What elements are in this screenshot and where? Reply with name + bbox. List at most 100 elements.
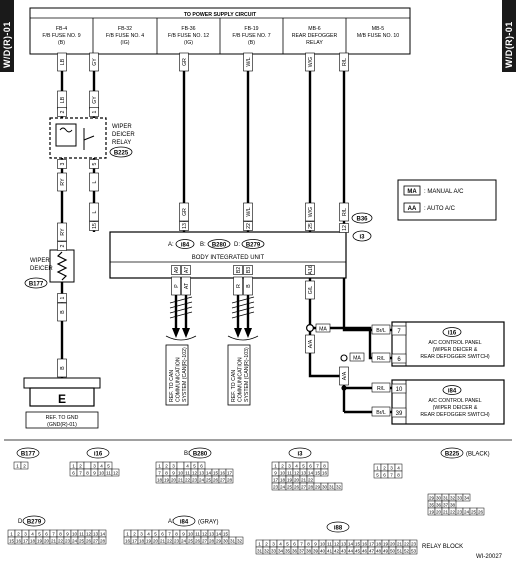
fuse-id-4: MB-6 (308, 26, 321, 32)
relay-block-face-pin: 36 (436, 503, 442, 508)
conn-b177-face-pin: 1 (16, 464, 19, 469)
ac-control-panel-2: 10 39 i84 A/C CONTROL PANEL (WIPER DEICE… (391, 379, 505, 425)
pin-biu-25: 25 (305, 221, 315, 231)
pin-biu-22-text: 22 (246, 223, 252, 229)
can-arrow-pair-0 (165, 296, 197, 341)
wiper-deicer-element: WIPER DEICER B177 (24, 249, 75, 289)
legend-aa-box: AA (408, 206, 417, 212)
conn-i84-note: (GRAY) (198, 520, 219, 526)
biu-title: BODY INTEGRATED UNIT (192, 255, 265, 261)
biu-conn-a: i84 (181, 243, 190, 249)
conn-i3-face-pin: 14 (308, 471, 314, 476)
ac2-wire-b: Br/L (376, 410, 386, 416)
conn-i88-face-pin: 18 (376, 542, 382, 547)
conn-b280-face-pin: 17 (227, 471, 233, 476)
conn-i88-face-pin: 19 (383, 542, 389, 547)
conn-i88-face-pin: 39 (313, 549, 319, 554)
ac2-line3: REAR DEFOGGER SWITCH) (420, 412, 489, 418)
wire-tag-biu-b2-text: R (236, 284, 242, 288)
conn-i88-face-pin: 5 (286, 542, 289, 547)
wire-tag-w6-bottom-text: R/L (342, 208, 348, 216)
conn-i3-face-pin: 9 (274, 471, 277, 476)
wire-tag-w4-bottom-text: W/L (246, 207, 252, 216)
footer-code: WI-20027 (476, 554, 503, 560)
conn-i88-face-pin: 34 (278, 549, 284, 554)
wire-tag-w1-lower-text: RY (60, 228, 66, 236)
power-supply-title: TO POWER SUPPLY CIRCUIT (184, 12, 257, 18)
wire-tag-w2-relay-in-text: GY (92, 96, 98, 104)
wire-tag-w5-top: W/G (305, 52, 315, 72)
conn-i88-face-pin: 4 (279, 542, 282, 547)
wire-tag-w2-top: GY (89, 52, 99, 72)
ac2-line2: (WIPER DEICER & (433, 405, 478, 411)
ac2-pin-b: 39 (396, 411, 403, 417)
pin-deicer-top-text: 2 (60, 244, 66, 247)
pin-biu-a7-text: A7 (184, 267, 190, 273)
conn-i16-face-pin: 12 (113, 471, 119, 476)
conn-i16-face-pin: 3 (93, 464, 96, 469)
conn-b279-face-pin: 28 (100, 539, 106, 544)
wiper-deicer-relay: WIPER DEICER RELAY B225 (49, 117, 135, 159)
conn-i84-face-pin: 1 (126, 532, 129, 537)
pin-relay-top1-text: 2 (60, 110, 66, 113)
fuse-rating-2: (IG) (184, 40, 193, 46)
wire-tag-biu-a16-text: G/L (308, 286, 314, 294)
wire-tag-w1-top-text: LB (60, 58, 66, 65)
conn-i16-face-pin: 4 (100, 464, 103, 469)
conn-i84-face-pin: 8 (175, 532, 178, 537)
ac2-code: i84 (448, 389, 457, 395)
pin-relay-bot2: 5 (89, 159, 99, 169)
conn-i3-face-pin: 27 (301, 485, 307, 490)
conn-b279-face-pin: 11 (79, 532, 84, 537)
conn-b225-face-pin: 4 (397, 466, 400, 471)
pin-deicer-bot: 1 (57, 293, 67, 303)
pin-biu-25-text: 25 (308, 223, 314, 229)
wire-tag-w1-relay-in: LB (57, 90, 67, 110)
pin-biu-b2: B2 (233, 265, 243, 275)
wire-tag-a14-lower-text: A/A (342, 371, 348, 380)
conn-i84-face-pin: 6 (161, 532, 164, 537)
wire-tag-w4-top-text: W/L (246, 57, 252, 66)
pin-biu-a16: A16 (305, 265, 315, 275)
conn-i88-face-pin: 51 (397, 549, 403, 554)
side-tab-right: W/D(R)-01 (502, 0, 516, 72)
conn-i84-face-pin: 21 (160, 539, 166, 544)
conn-b279-face-pin: 22 (58, 539, 64, 544)
conn-b279-face-pin: 5 (38, 532, 41, 537)
conn-b279-face-pin: 27 (93, 539, 99, 544)
wire-tag-w6-top-text: R/L (342, 58, 348, 66)
conn-b177-title: B177 (21, 452, 36, 458)
ac2-pin-a: 10 (396, 387, 403, 393)
conn-i88-face-pin: 2 (265, 542, 268, 547)
conn-i16-face-pin: 9 (93, 471, 96, 476)
conn-i88-face-pin: 1 (258, 542, 261, 547)
conn-i88-face-pin: 42 (334, 549, 340, 554)
conn-i88-face-pin: 10 (320, 542, 326, 547)
ac1-wire-b: R/L (377, 356, 385, 362)
conn-b279-face-pin: 25 (79, 539, 85, 544)
b36-conn: i3 (359, 235, 365, 241)
wire-tag-w1-relay-out-text: RY (60, 178, 66, 186)
power-supply-header: TO POWER SUPPLY CIRCUIT FB-4F/B FUSE NO.… (29, 7, 411, 55)
wire-tag-gnd-text: B (60, 366, 66, 370)
can-right-3: SYSTEM (CAN(R)-103) (244, 347, 250, 402)
fuse-rating-1: (IG) (121, 40, 130, 46)
conn-i3-face-pin: 23 (273, 485, 279, 490)
conn-b279-face-pin: 7 (52, 532, 55, 537)
conn-i84-prefix: A: (168, 519, 174, 525)
relay-block-face-pin: 23 (457, 510, 463, 515)
relay-block-face-pin: 30 (436, 496, 442, 501)
conn-b280-face-pin: 5 (193, 464, 196, 469)
splices (306, 324, 348, 391)
conn-b279-face-pin: 12 (86, 532, 92, 537)
conn-i16-face-pin: 1 (72, 464, 75, 469)
conn-i3-title: i3 (297, 452, 303, 458)
conn-b280-face-pin: 26 (213, 478, 219, 483)
conn-i84-face-pin: 22 (167, 539, 173, 544)
conn-i84-face-pin: 30 (223, 539, 229, 544)
relay-code: B225 (114, 151, 129, 157)
conn-i3-face-pin: 1 (274, 464, 277, 469)
wire-tag-biu-b2: R (233, 276, 243, 296)
